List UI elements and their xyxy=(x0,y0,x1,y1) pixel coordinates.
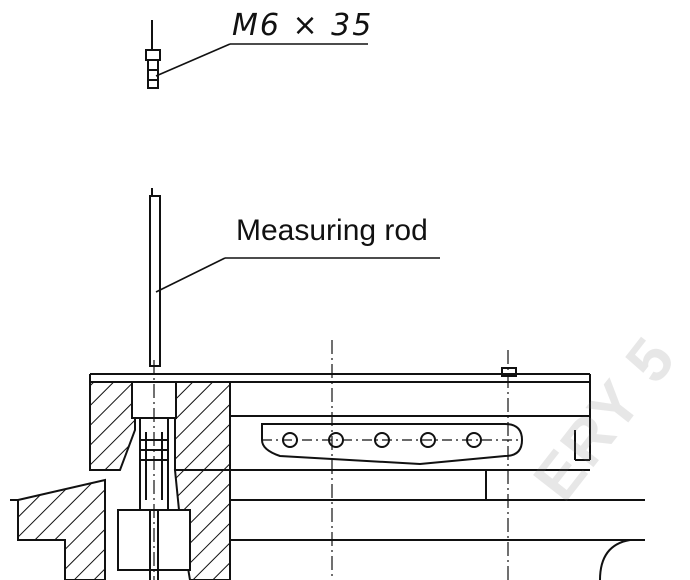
bolt-leader-line xyxy=(155,43,368,77)
slotted-bar xyxy=(261,423,524,466)
technical-drawing xyxy=(10,20,645,580)
rod-leader-line xyxy=(155,257,440,293)
hatched-section xyxy=(17,381,231,580)
measuring-rod-label: Measuring rod xyxy=(236,214,428,247)
bolt-m6x35 xyxy=(145,20,161,89)
base-plate xyxy=(10,499,645,580)
bolt-size-label: M6 × 35 xyxy=(232,8,374,43)
measuring-rod xyxy=(149,188,161,367)
